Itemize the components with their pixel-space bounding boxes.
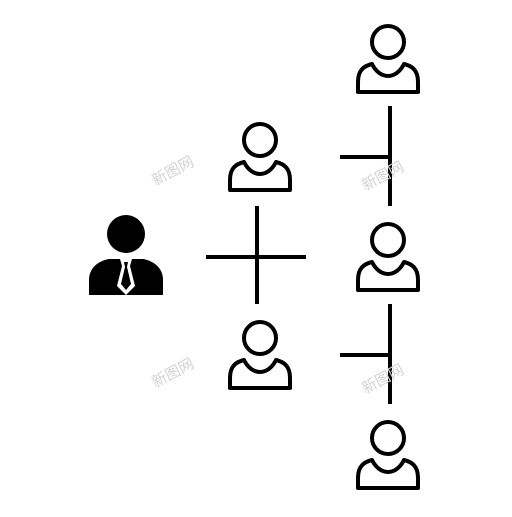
team-member-icon [356, 420, 420, 490]
team-member-icon [356, 24, 420, 94]
manager-icon [89, 215, 163, 295]
t-bracket-connector-icon [340, 304, 392, 404]
plus-connector-icon [206, 206, 306, 304]
team-member-icon [228, 320, 292, 390]
team-member-icon [228, 122, 292, 192]
t-bracket-connector-icon [340, 106, 392, 206]
team-member-icon [356, 222, 420, 292]
